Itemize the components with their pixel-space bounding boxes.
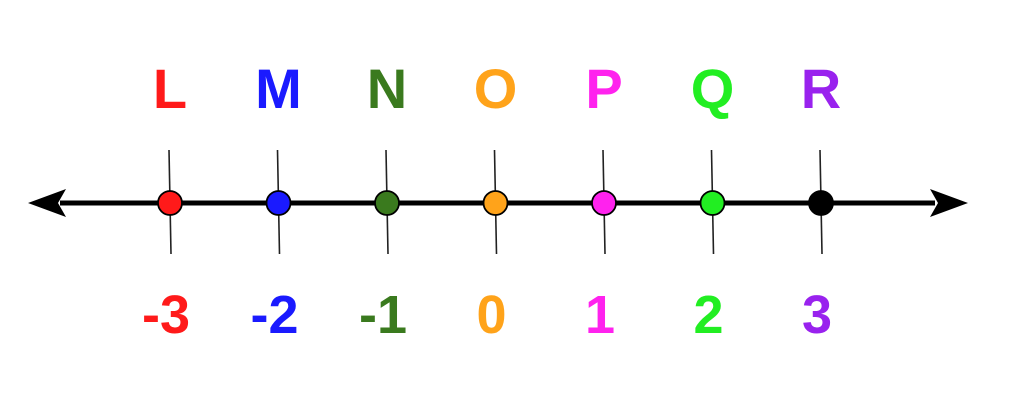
point-value-m: -2: [250, 285, 298, 345]
point-dot-l: [157, 190, 183, 216]
point-label-n: N: [367, 57, 407, 120]
point-label-o: O: [474, 57, 518, 120]
point-value-n: -1: [359, 285, 407, 345]
point-label-l: L: [153, 57, 187, 120]
point-dot-q: [699, 190, 726, 216]
point-letter-labels: L M N O P Q R: [153, 57, 841, 120]
point-dot-o: [482, 190, 509, 216]
point-dot-m: [265, 190, 292, 216]
right-arrowhead: [930, 189, 968, 217]
point-dots: [157, 190, 834, 216]
point-value-o: 0: [476, 285, 506, 345]
point-dot-n: [374, 190, 400, 216]
point-label-m: M: [255, 57, 302, 120]
point-label-p: P: [585, 57, 622, 120]
point-value-r: 3: [802, 285, 832, 345]
point-value-p: 1: [585, 285, 615, 345]
point-label-q: Q: [691, 57, 735, 120]
left-arrowhead: [28, 189, 66, 217]
point-value-l: -3: [142, 285, 190, 345]
point-value-q: 2: [693, 285, 723, 345]
point-dot-r: [808, 190, 834, 216]
point-dot-p: [591, 190, 617, 216]
point-number-labels: -3 -2 -1 0 1 2 3: [142, 285, 832, 345]
point-label-r: R: [801, 57, 841, 120]
